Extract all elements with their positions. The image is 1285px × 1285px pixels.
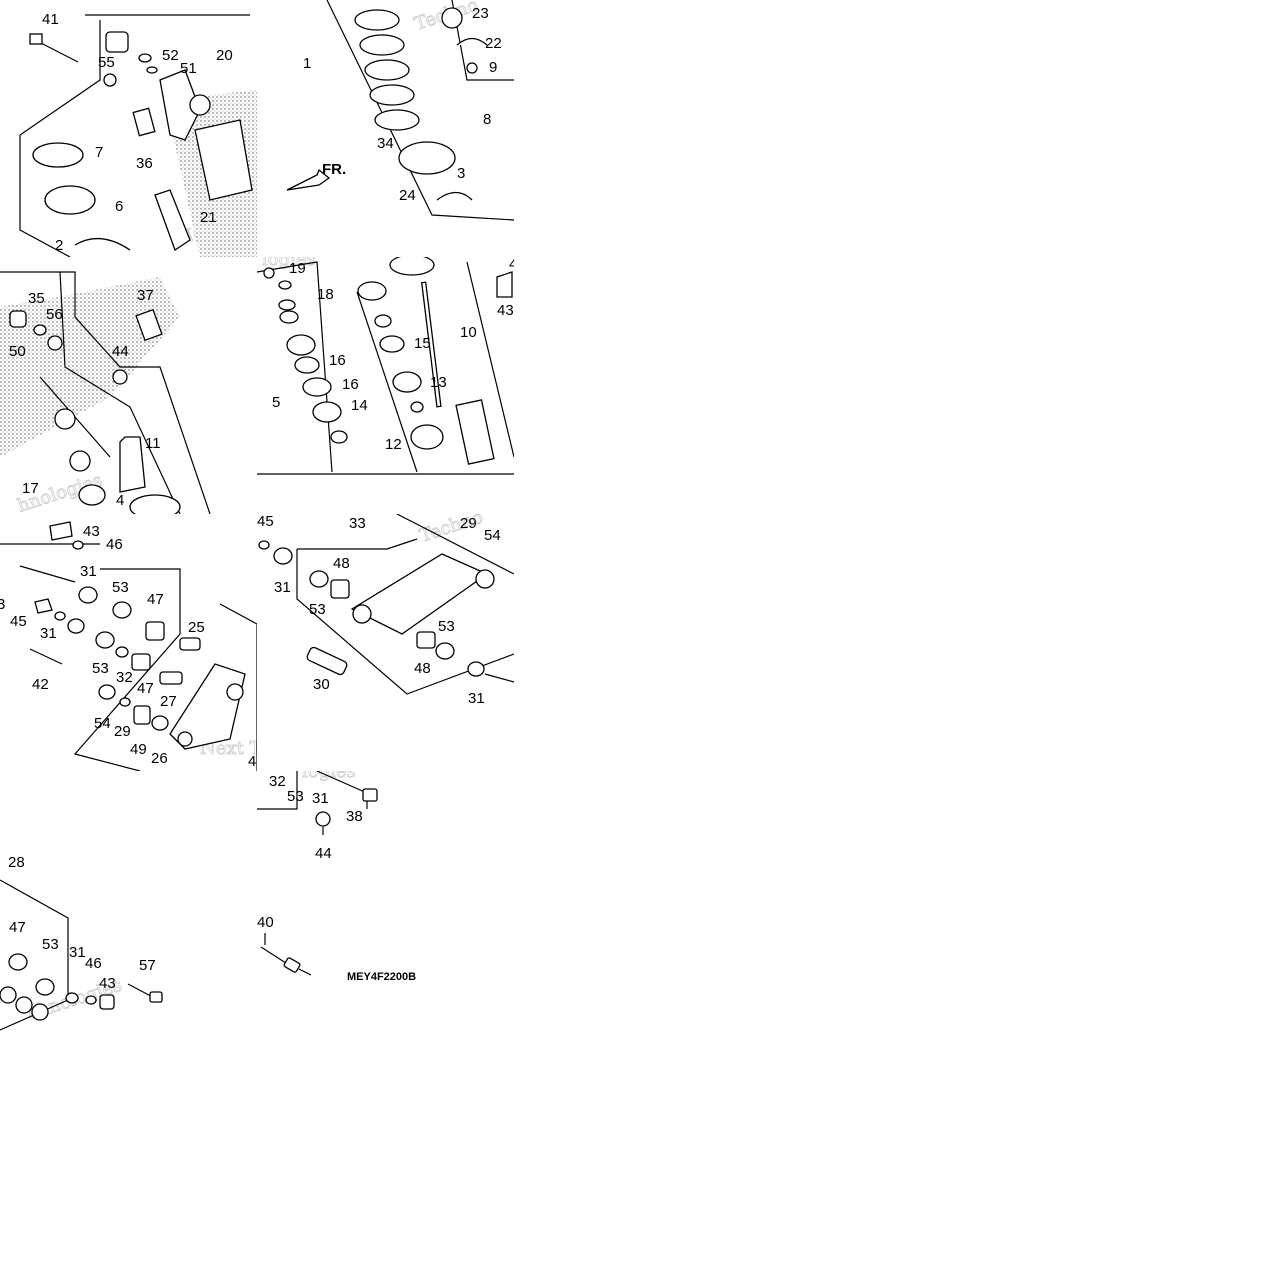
diagram-tile-shock-arm: Next Te 43 46 [0,514,257,771]
part-label: 32 [116,669,133,686]
direction-label: FR. [322,161,346,178]
part-label: 48 [333,555,350,572]
part-label: 17 [22,480,39,497]
part-label: 13 [430,374,447,391]
part-label: 56 [46,306,63,323]
watermark: logies [262,257,316,270]
diagram-tile-link: Techno 45 33 29 54 48 31 53 53 48 3 [257,514,514,771]
part-label: 54 [94,715,111,732]
part-label: 50 [9,343,26,360]
part-label: 53 [438,618,455,635]
diagram-tile-spring: Techno FR. 1 23 22 9 8 34 3 24 [257,0,514,257]
part-label: 34 [377,135,394,152]
part-label: 4 [509,257,514,273]
part-label: 45 [257,514,274,530]
part-label: 42 [32,676,49,693]
part-label: 9 [489,59,497,76]
part-label: 22 [485,35,502,52]
part-label: 30 [313,676,330,693]
part-label: 43 [99,975,116,992]
part-label: 43 [497,302,514,319]
diagram-tile-axle: 40 MEY4F2200B [257,905,457,995]
part-label: 16 [342,376,359,393]
part-label: 45 [10,613,27,630]
part-label: 1 [303,55,311,72]
part-label: 5 [272,394,280,411]
part-label: 10 [460,324,477,341]
part-label: 38 [346,808,363,825]
part-label: 44 [112,343,129,360]
part-label: 24 [399,187,416,204]
part-label: 31 [40,625,57,642]
part-label: 52 [162,47,179,64]
part-label: 49 [130,741,147,758]
part-label: 27 [160,693,177,710]
part-label: 31 [274,579,291,596]
part-label: 7 [95,144,103,161]
part-label: 51 [180,60,197,77]
part-label: 46 [106,536,123,553]
diagram-tile-reservoir: hnologies 35 56 37 50 44 11 17 4 [0,257,257,514]
part-label: 21 [200,209,217,226]
diagram-tile-shock-top: Next G 41 55 52 20 51 36 7 [0,0,257,257]
part-label: 20 [216,47,233,64]
part-label: 16 [329,352,346,369]
part-label: 41 [42,11,59,28]
part-label: 29 [460,515,477,532]
part-label: 55 [98,54,115,71]
part-label: 23 [472,5,489,22]
part-label: 53 [112,579,129,596]
part-label: 18 [317,286,334,303]
part-label: 14 [351,397,368,414]
part-label: 44 [315,845,332,862]
part-label: 47 [137,680,154,697]
part-label: 31 [468,690,485,707]
part-label: 48 [414,660,431,677]
part-label: 4 [248,753,256,770]
part-label: 28 [8,854,25,871]
part-label: 53 [287,788,304,805]
part-label: 31 [69,944,86,961]
part-label: 4 [116,492,124,509]
part-label: 36 [136,155,153,172]
part-label: 57 [139,957,156,974]
part-label: 12 [385,436,402,453]
part-label: 3 [0,596,5,613]
part-label: 53 [92,660,109,677]
part-label: 43 [83,523,100,540]
part-label: 3 [457,165,465,182]
part-label: 35 [28,290,45,307]
part-label: 31 [80,563,97,580]
part-label: 26 [151,750,168,767]
part-label: 39 [257,300,258,317]
part-label: 53 [42,936,59,953]
diagram-tile-pivot: chnologies 28 47 53 31 46 57 43 [0,850,257,1040]
part-label: 40 [257,914,274,931]
part-label: 46 [85,955,102,972]
part-label: 32 [269,773,286,790]
part-label: 53 [309,601,326,618]
part-label: 29 [114,723,131,740]
diagram-code: MEY4F2200B [347,971,416,983]
part-label: 31 [312,790,329,807]
part-label: 8 [483,111,491,128]
diagram-tile-damper-rod: logies 19 18 39 [257,257,514,514]
part-label: 33 [349,515,366,532]
part-label: 54 [484,527,501,544]
part-label: 11 [145,435,161,452]
part-label: 37 [137,287,154,304]
part-label: 47 [9,919,26,936]
part-label: 47 [147,591,164,608]
part-label: 6 [115,198,123,215]
part-label: 15 [414,335,431,352]
part-label: 25 [188,619,205,636]
part-label: 2 [55,237,63,254]
part-label: 19 [289,260,306,277]
